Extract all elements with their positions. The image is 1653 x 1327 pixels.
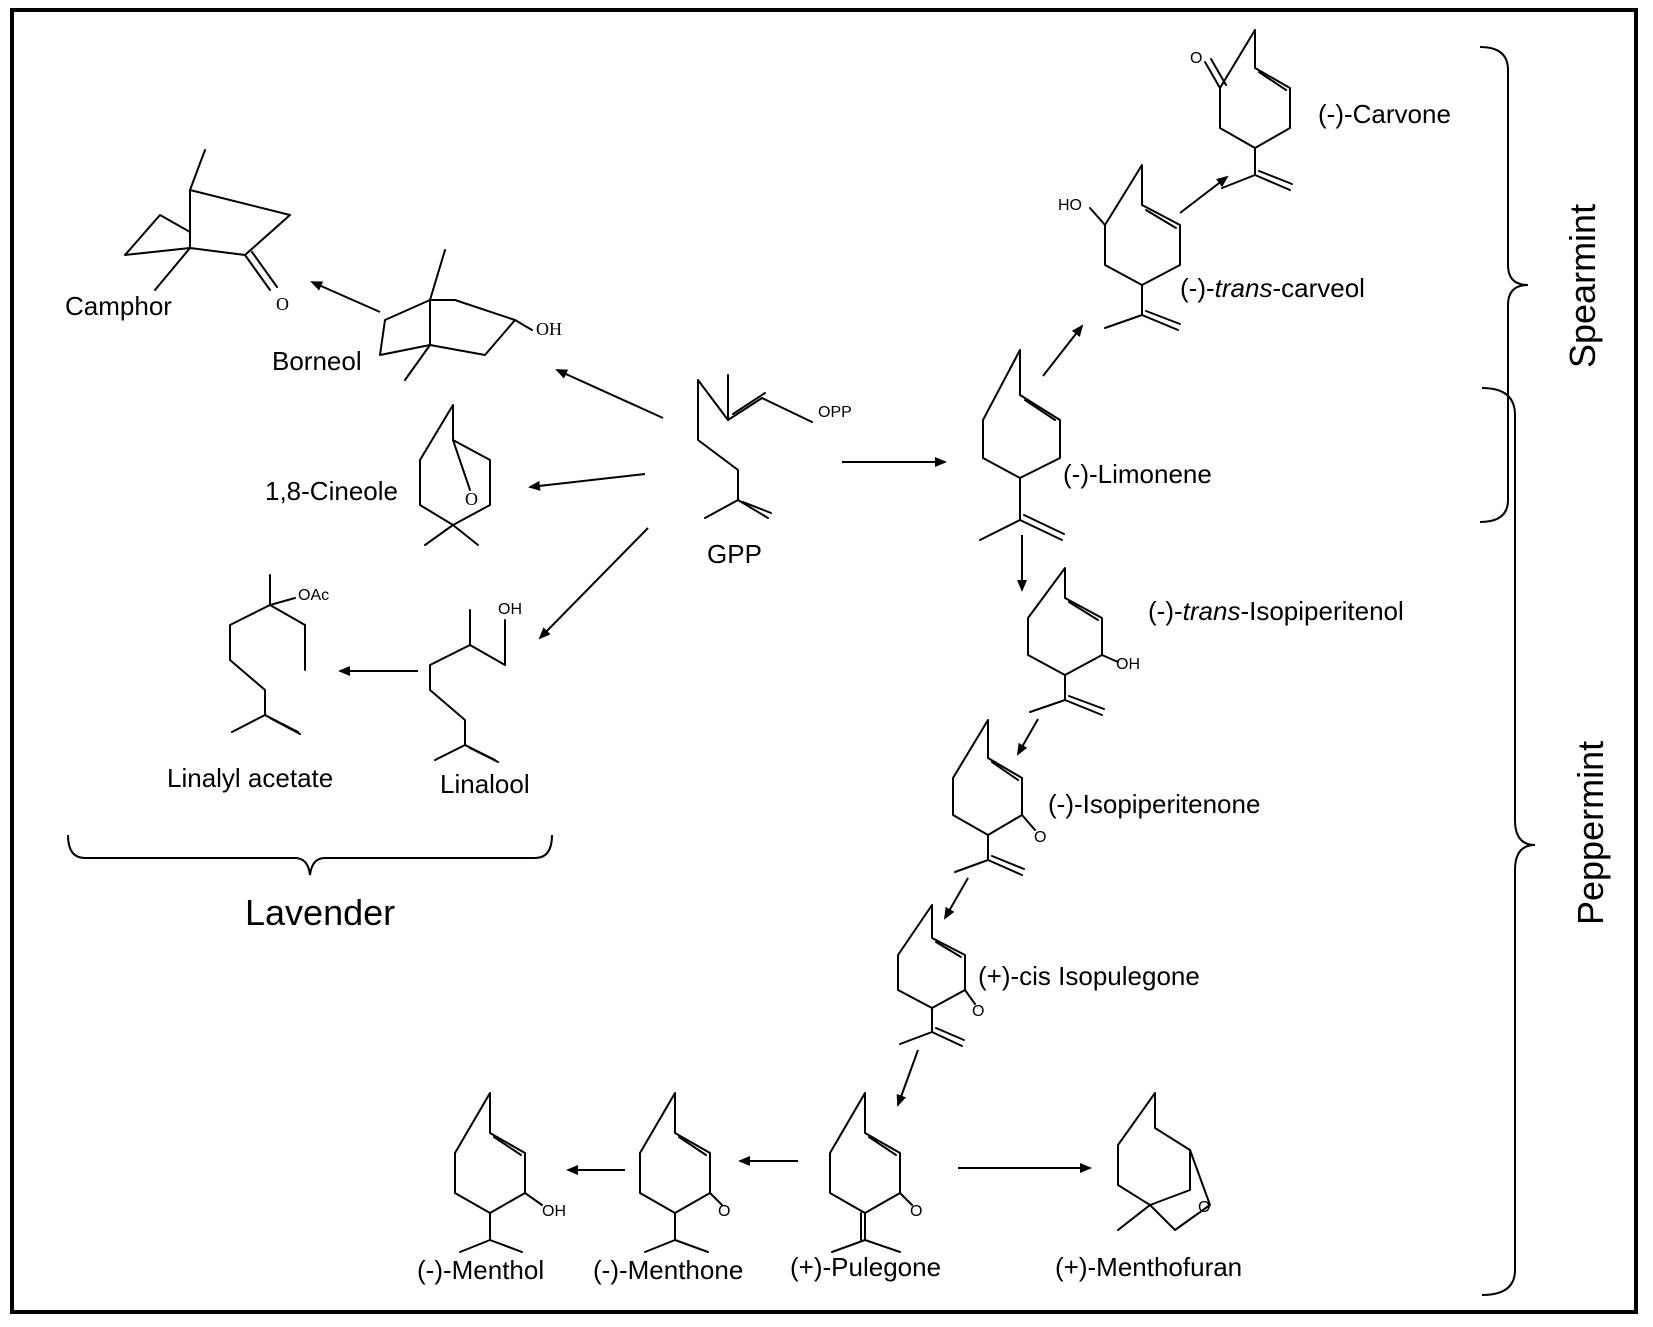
reaction-arrows [310,175,1229,1175]
arrow-gpp-to-cineole [528,473,646,491]
arrow-borneol-to-camphor [310,281,381,313]
menthol-label: (-)-Menthol [417,1255,544,1285]
arrow-isopiperitenol-to-isopiperitenone [1017,718,1039,756]
trans-carveol-label: (-)-trans-carveol [1180,273,1365,303]
arrow-gpp-to-borneol [555,369,664,419]
trans-isopiperitenol-structure: OH [1027,567,1140,716]
cineole-o-label: O [465,489,478,509]
opp-label: OPP [818,404,852,421]
pulegone-label: (+)-Pulegone [790,1252,941,1282]
menthol-structure: OH [454,1092,566,1253]
isopiperitenol-oh-label: OH [1116,656,1140,673]
borneol-label: Borneol [272,346,362,376]
arrow-carveol-to-carvone [1179,175,1229,214]
menthofuran-structure: O [1117,1092,1211,1231]
camphor-label: Camphor [65,291,172,321]
camphor-structure: O [124,149,291,314]
gpp-structure: OPP [697,374,852,519]
lavender-label: Lavender [245,892,395,933]
pulegone-structure: O [829,1092,922,1253]
limonene-structure [979,349,1065,541]
isopiperitenone-structure: O [952,719,1046,876]
carvone-label: (-)-Carvone [1318,99,1451,129]
limonene-label: (-)-Limonene [1063,459,1212,489]
linalool-label: Linalool [440,769,530,799]
menthofuran-o-label: O [1198,1199,1210,1216]
camphor-o-label: O [276,294,289,314]
peppermint-bracket [1481,387,1536,1296]
trans-isopiperitenol-label: (-)-trans-Isopiperitenol [1148,596,1404,626]
menthofuran-label: (+)-Menthofuran [1055,1252,1242,1282]
isopiperitenone-o-label: O [1034,829,1046,846]
cineole-label: 1,8-Cineole [265,476,398,506]
spearmint-bracket [1479,46,1529,523]
arrow-limonene-to-carveol [1042,324,1084,377]
arrow-gpp-to-linalool [538,527,649,640]
carvone-o-label: O [1190,50,1202,67]
lavender-bracket [67,834,553,876]
cineole-structure: O [419,404,491,546]
pulegone-o-label: O [910,1203,922,1220]
linalool-oh-label: OH [498,601,522,618]
diagram-frame [10,8,1638,1314]
menthone-o-label: O [718,1203,730,1220]
gpp-label: GPP [707,539,762,569]
menthone-structure: O [639,1092,730,1253]
spearmint-label: Spearmint [1562,204,1603,368]
linalyl-acetate-structure: OAc [229,574,329,735]
menthone-label: (-)-Menthone [593,1255,743,1285]
borneol-oh-label: OH [536,319,562,339]
peppermint-label: Peppermint [1570,741,1611,925]
carveol-ho-label: HO [1058,197,1082,214]
isopulegone-o-label: O [972,1003,984,1020]
carvone-structure: O [1190,29,1293,191]
cis-isopulegone-label: (+)-cis Isopulegone [978,961,1200,991]
isopiperitenone-label: (-)-Isopiperitenone [1048,789,1260,819]
linalyl-acetate-label: Linalyl acetate [167,763,333,793]
linalyl-acetate-oac-label: OAc [298,587,329,604]
arrow-isopiperitenone-to-isopulegone [944,877,969,920]
cis-isopulegone-structure: O [897,904,984,1047]
menthol-oh-label: OH [542,1203,566,1220]
linalool-structure: OH [429,601,522,763]
arrow-isopulegone-to-pulegone [896,1049,919,1107]
borneol-structure: OH [379,249,562,381]
trans-carveol-structure: HO [1058,164,1181,331]
